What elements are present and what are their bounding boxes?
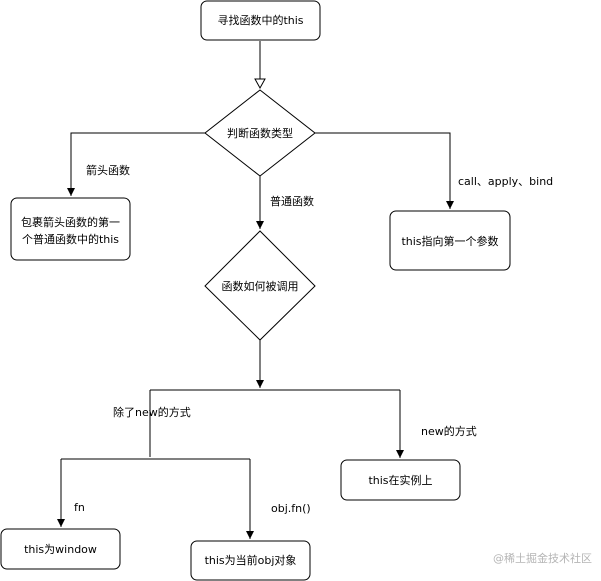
- edge-call-branch: [315, 132, 454, 209]
- obj-result: this为当前obj对象: [190, 540, 311, 581]
- watermark: @稀土掘金技术社区: [493, 551, 592, 565]
- window-result-label: this为window: [24, 543, 97, 556]
- call-apply-bind-result: this指向第一个参数: [389, 210, 511, 271]
- new-result: this在实例上: [340, 459, 461, 501]
- edge-arrow-branch: [67, 132, 205, 196]
- start-node-label: 寻找函数中的this: [217, 13, 303, 27]
- arrow-function-edge-label: 箭头函数: [86, 163, 130, 177]
- window-result: this为window: [0, 528, 121, 570]
- normal-function-edge-label: 普通函数: [270, 194, 314, 208]
- function-type-label: 判断函数类型: [227, 126, 293, 140]
- start-node: 寻找函数中的this: [200, 0, 321, 41]
- arrow-function-result: 包裹箭头函数的第一 个普通函数中的this: [10, 197, 131, 261]
- invoke-type-label: 函数如何被调用: [222, 279, 299, 293]
- arrow-result-line2: 个普通函数中的this: [22, 232, 119, 246]
- obj-result-label: this为当前obj对象: [205, 553, 297, 567]
- call-apply-bind-edge-label: call、apply、bind: [458, 175, 553, 188]
- not-new-edge-label: 除了new的方式: [113, 405, 191, 419]
- call-result-label: this指向第一个参数: [401, 234, 498, 248]
- new-way-edge-label: new的方式: [421, 424, 477, 438]
- obj-fn-edge-label: obj.fn(): [271, 502, 311, 515]
- function-type-decision: 判断函数类型: [204, 89, 316, 177]
- new-result-label: this在实例上: [368, 473, 432, 487]
- invoke-type-decision: 函数如何被调用: [204, 230, 316, 341]
- fn-edge-label: fn: [74, 501, 85, 514]
- arrow-result-line1: 包裹箭头函数的第一: [21, 215, 120, 229]
